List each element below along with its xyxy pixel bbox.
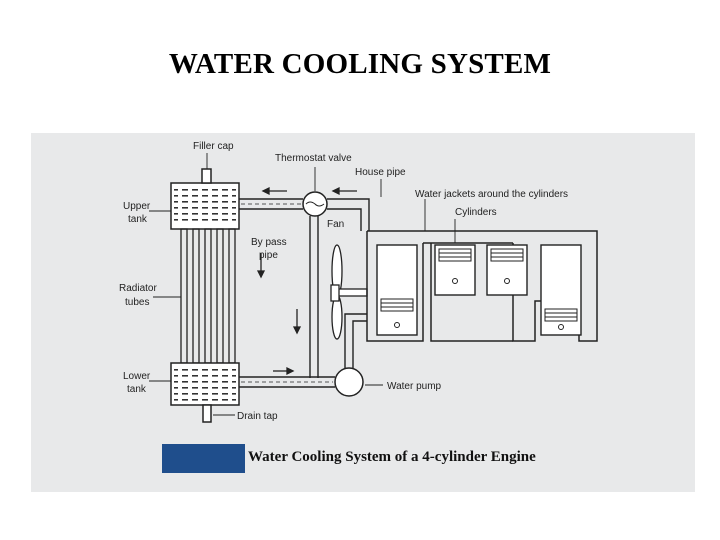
lower-pipe xyxy=(239,376,335,388)
radiator-tubes-label-1: Radiator xyxy=(119,283,157,294)
bypass-pipe-label-2: pipe xyxy=(259,250,278,261)
cylinders-label: Cylinders xyxy=(455,207,497,218)
upper-tank-label-2: tank xyxy=(128,214,148,225)
water-pump-label: Water pump xyxy=(387,381,442,392)
cooling-system-diagram: Filler cap Thermostat valve House pipe W… xyxy=(31,133,695,492)
diagram-svg: Filler cap Thermostat valve House pipe W… xyxy=(119,141,598,423)
fan-label: Fan xyxy=(327,219,344,230)
house-pipe xyxy=(239,198,370,231)
bypass-pipe xyxy=(309,216,319,378)
flow-arrows xyxy=(256,186,357,376)
filler-cap xyxy=(201,168,212,184)
slide-title: WATER COOLING SYSTEM xyxy=(168,48,552,80)
caption-color-block xyxy=(162,444,245,473)
lower-tank-label-1: Lower xyxy=(123,371,151,382)
bypass-pipe-label-1: By pass xyxy=(251,237,287,248)
water-jackets-label: Water jackets around the cylinders xyxy=(415,189,568,200)
lower-tank-label-2: tank xyxy=(127,384,147,395)
thermostat-valve-label: Thermostat valve xyxy=(275,153,352,164)
house-pipe-label: House pipe xyxy=(355,167,406,178)
diagram-caption: Water Cooling System of a 4-cylinder Eng… xyxy=(248,449,536,465)
pistons xyxy=(380,248,578,330)
pump-pipe xyxy=(344,313,367,369)
filler-cap-label: Filler cap xyxy=(193,141,234,152)
drain-tap-label: Drain tap xyxy=(237,411,278,422)
thermostat-valve xyxy=(302,191,328,217)
fan xyxy=(330,244,368,340)
drain-tap xyxy=(202,404,212,423)
radiator-tubes xyxy=(180,228,236,364)
upper-tank-label-1: Upper xyxy=(123,201,151,212)
lower-tank xyxy=(170,362,240,406)
radiator-tubes-label-2: tubes xyxy=(125,297,149,308)
upper-tank xyxy=(170,182,240,230)
water-pump xyxy=(334,367,364,397)
leader-lines xyxy=(149,153,456,416)
